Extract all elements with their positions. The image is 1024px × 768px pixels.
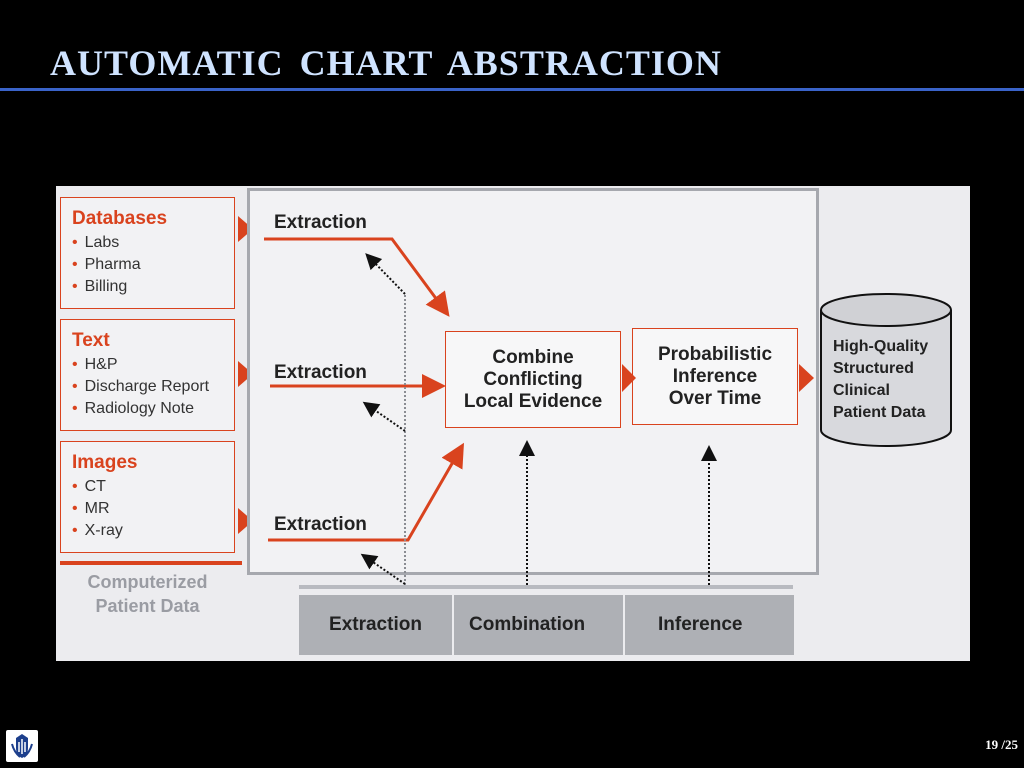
combine-to-inference-arrow-icon	[622, 364, 636, 392]
combine-evidence-box: Combine Conflicting Local Evidence	[445, 331, 621, 428]
slide-title: AUTOMATIC CHART ABSTRACTION	[50, 43, 722, 83]
stage-extraction: Extraction	[299, 595, 452, 655]
source-item: Discharge Report	[72, 376, 234, 398]
extraction-label: Extraction	[274, 212, 367, 233]
extraction-flow-arrow	[268, 442, 464, 542]
source-item: MR	[72, 498, 234, 520]
clinical-data-cylinder-icon	[820, 293, 952, 447]
inference-to-output-arrow-icon	[799, 364, 814, 392]
stage-combination: Combination	[454, 595, 623, 655]
output-data-label: High-Quality Structured Clinical Patient…	[833, 338, 929, 421]
source-item: Pharma	[72, 254, 234, 276]
sources-underline	[60, 561, 242, 565]
source-item: Labs	[72, 232, 234, 254]
extraction-label: Extraction	[274, 362, 367, 383]
source-item: Billing	[72, 276, 234, 298]
sources-caption: Computerized Patient Data	[87, 572, 208, 616]
chart-abstraction-diagram: Databases Labs Pharma Billing Text H&P D…	[56, 186, 970, 661]
source-images: Images CT MR X-ray	[60, 441, 235, 553]
title-rule	[0, 88, 1024, 91]
source-title: Text	[72, 330, 110, 351]
connector-lines	[264, 237, 952, 585]
page-number: 19 /25	[985, 737, 1018, 752]
probabilistic-inference-box: Probabilistic Inference Over Time	[632, 328, 798, 425]
source-title: Images	[72, 452, 138, 473]
feedback-dotted-arrow	[365, 253, 406, 295]
source-item: CT	[72, 476, 234, 498]
source-text: Text H&P Discharge Report Radiology Note	[60, 319, 235, 431]
source-item: H&P	[72, 354, 234, 376]
stage-bar-rule	[299, 585, 793, 589]
university-seal-icon	[6, 730, 38, 762]
feedback-dotted-arrow	[362, 401, 406, 432]
feedback-dotted-arrow	[360, 553, 406, 585]
source-databases: Databases Labs Pharma Billing	[60, 197, 235, 309]
source-title: Databases	[72, 208, 168, 229]
source-item: X-ray	[72, 520, 234, 542]
source-item: Radiology Note	[72, 398, 234, 420]
stage-inference: Inference	[625, 595, 794, 655]
extraction-label: Extraction	[274, 514, 367, 535]
extraction-flow-arrow	[264, 237, 450, 317]
